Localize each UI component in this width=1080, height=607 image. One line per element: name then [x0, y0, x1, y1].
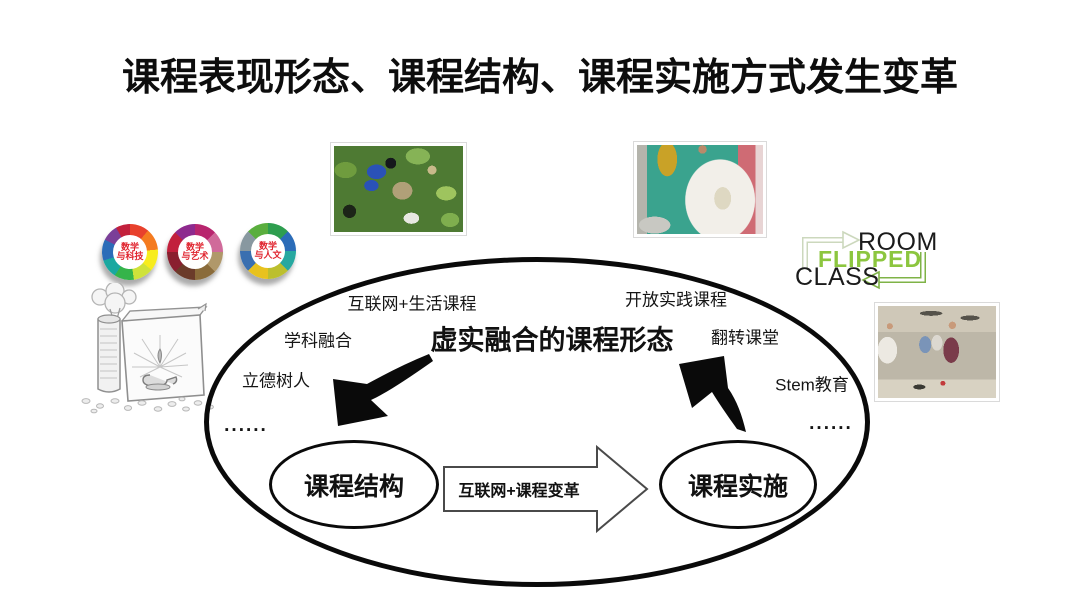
label-subject-integration: 学科融合 [284, 331, 352, 351]
classroom-workshop-photo [874, 302, 1000, 402]
ellipsis-right: ...... [809, 413, 853, 434]
curriculum-concept-ellipse [204, 257, 870, 587]
logo-word-room: ROOM [858, 228, 938, 256]
node-curriculum-implementation: 课程实施 [659, 440, 817, 529]
robot-assembly-photo [633, 141, 767, 238]
label-virtual-real-curriculum: 虚实融合的课程形态 [430, 325, 674, 356]
logo-word-class: CLASS [795, 263, 880, 291]
flipped-classroom-logo-arrows [802, 230, 926, 290]
logo-word-flipped: FLIPPED [818, 246, 923, 272]
classroom-workshop-photo-image [878, 306, 996, 398]
robot-assembly-photo-image [637, 145, 763, 234]
badge-label: 与艺术 [181, 251, 209, 261]
book-lamp-sketch [70, 283, 228, 415]
badge-label: 与人文 [254, 250, 282, 260]
label-stem-education: Stem教育 [775, 375, 849, 395]
label-moral-education: 立德树人 [242, 371, 310, 391]
math-humanities-badge: 数学 与人文 [240, 223, 296, 279]
outdoor-field-activity-photo-image [334, 146, 463, 232]
math-art-badge: 数学 与艺术 [167, 224, 223, 280]
badge-label: 数学 [120, 241, 139, 252]
label-internet-life-course: 互联网+生活课程 [347, 294, 477, 314]
flipped-classroom-logo: ROOM FLIPPED CLASS [793, 226, 958, 298]
node-curriculum-implementation-label: 课程实施 [687, 472, 788, 501]
book-lamp-sketch-drawing [81, 283, 214, 414]
label-open-practice-course: 开放实践课程 [625, 290, 727, 310]
badge-label: 与科技 [116, 251, 144, 261]
node-curriculum-structure-label: 课程结构 [303, 472, 404, 501]
outdoor-field-activity-photo [330, 142, 467, 236]
slide-title: 课程表现形态、课程结构、课程实施方式发生变革 [121, 57, 958, 99]
label-flipped-classroom: 翻转课堂 [711, 328, 779, 348]
badge-label: 数学 [185, 241, 204, 252]
node-curriculum-structure: 课程结构 [269, 440, 439, 529]
math-technology-badge: 数学 与科技 [102, 224, 158, 280]
block-arrow-label: 互联网+课程变革 [458, 483, 580, 500]
ellipsis-left: ...... [224, 415, 268, 436]
badge-label: 数学 [258, 240, 277, 251]
